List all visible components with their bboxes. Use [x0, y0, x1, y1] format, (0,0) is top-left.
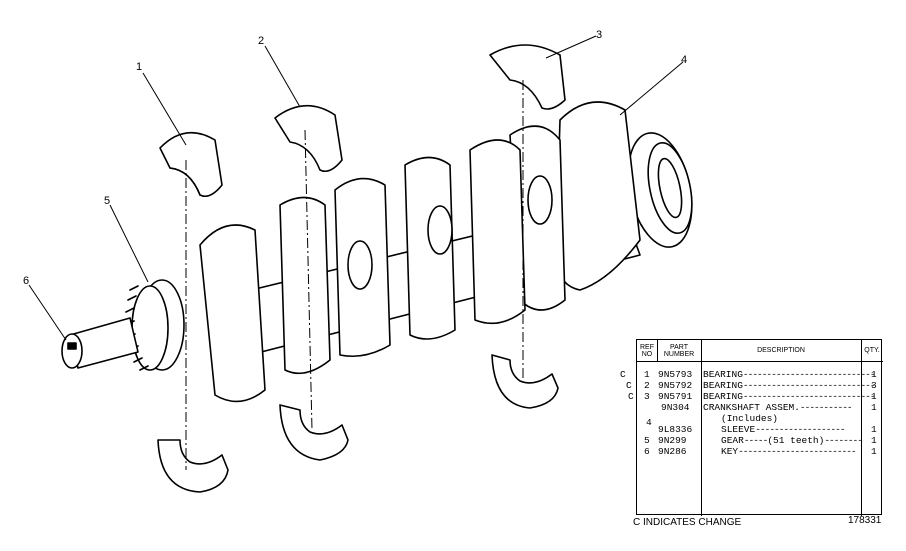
header-qty: QTY.: [861, 340, 883, 362]
crank-web-front: [279, 196, 331, 375]
bearing-2-lower: [279, 404, 349, 461]
callout-6: 6: [23, 275, 30, 287]
bearing-1-upper: [159, 131, 223, 198]
parts-list-table: REF NO PART NUMBER DESCRIPTION QTY. 1 9N…: [636, 339, 883, 516]
bearing-1-lower: [157, 439, 229, 493]
header-description: DESCRIPTION: [701, 340, 861, 362]
illustration-number: 178331: [848, 515, 882, 526]
callout-5: 5: [104, 195, 111, 207]
change-legend: C INDICATES CHANGE: [633, 517, 742, 528]
callout-1: 1: [136, 61, 143, 73]
callout-3: 3: [596, 29, 603, 41]
bearing-2-upper: [274, 104, 343, 173]
callout-2: 2: [258, 35, 265, 47]
change-mark: C: [620, 369, 626, 380]
crank-web-rear: [555, 101, 641, 291]
bearing-3-upper: [489, 44, 566, 110]
header-part-number: PART NUMBER: [657, 340, 701, 362]
header-ref-no: REF NO: [637, 340, 657, 362]
front-counterweight: [199, 224, 266, 403]
change-mark: C: [628, 391, 634, 402]
callout-4: 4: [681, 54, 688, 66]
bearing-3-lower: [491, 354, 559, 409]
crank-web-3: [469, 139, 526, 325]
crank-web-2: [404, 156, 456, 340]
change-mark: C: [626, 380, 632, 391]
timing-gear: [125, 279, 185, 371]
rear-flange: [627, 132, 693, 248]
